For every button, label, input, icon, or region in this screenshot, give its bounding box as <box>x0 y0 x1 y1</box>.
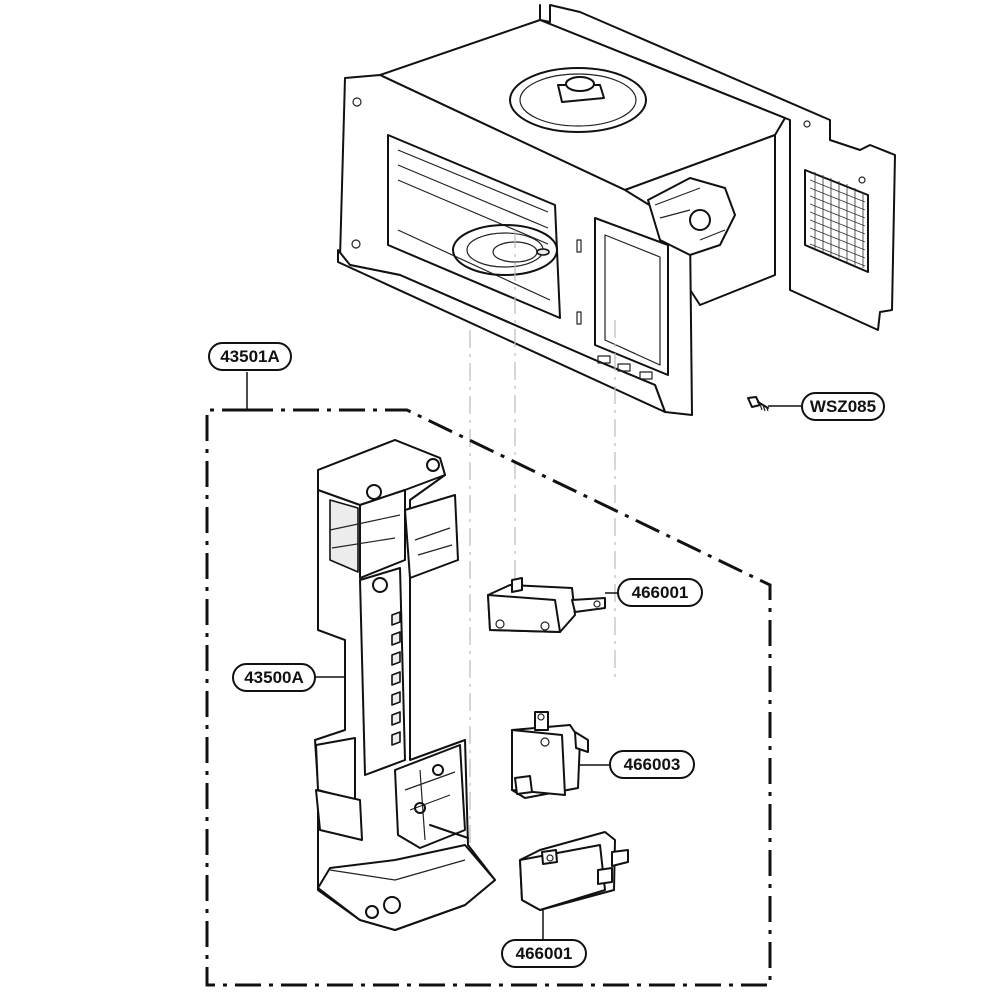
callout-label-466001-bottom: 466001 <box>516 944 573 963</box>
screw-icon <box>747 396 769 412</box>
micro-switch-bottom <box>519 831 629 911</box>
callout-switch-middle: 466003 <box>609 750 695 779</box>
micro-switch-top <box>487 577 606 633</box>
callout-switch-top: 466001 <box>617 578 703 607</box>
vent-grid <box>804 169 869 273</box>
callout-assembly: 43501A <box>208 342 292 371</box>
callout-label-466001-top: 466001 <box>632 583 689 602</box>
latch-board <box>314 439 496 931</box>
callout-label-43500A: 43500A <box>244 668 304 687</box>
callout-screw: WSZ085 <box>801 392 885 421</box>
microwave-cavity <box>337 4 896 416</box>
latch-teeth <box>391 611 401 746</box>
callout-label-466003: 466003 <box>624 755 681 774</box>
assembly-boundary <box>205 408 772 987</box>
callout-latch-board: 43500A <box>232 663 316 692</box>
callout-label-43501A: 43501A <box>220 347 280 366</box>
micro-switch-middle <box>511 711 589 799</box>
callout-label-WSZ085: WSZ085 <box>810 397 876 416</box>
callout-switch-bottom: 466001 <box>501 939 587 968</box>
